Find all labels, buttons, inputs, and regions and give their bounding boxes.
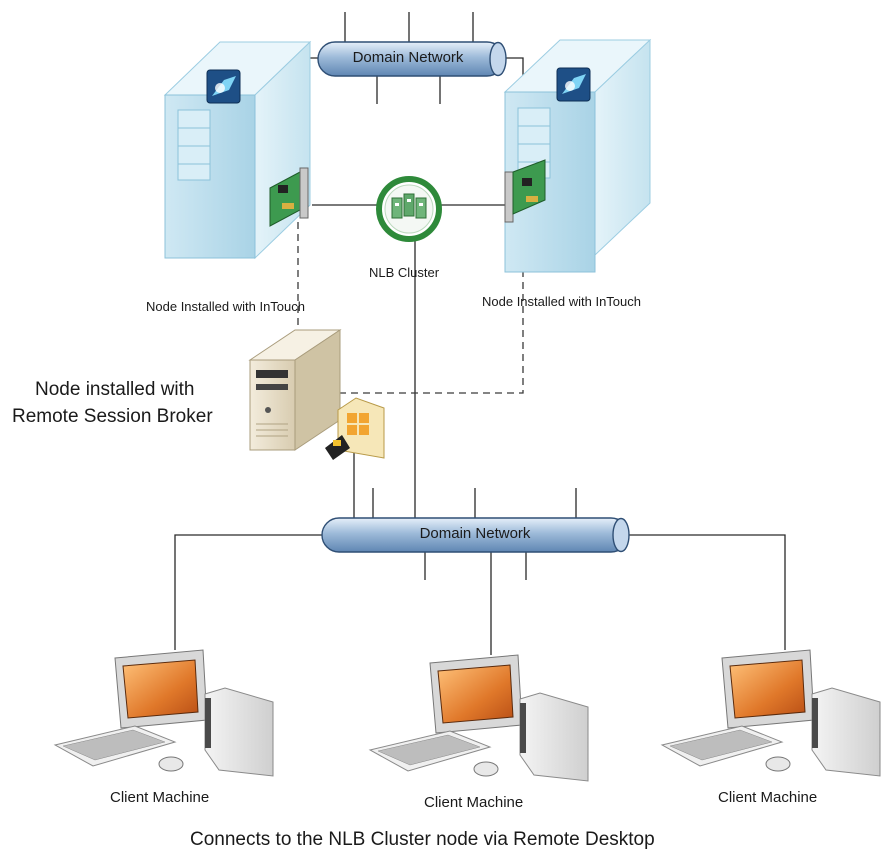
broker-label-line1: Node installed with [35, 379, 195, 400]
client-machine-icon [660, 649, 881, 777]
broker-folder-icon [337, 397, 385, 459]
nlb-cluster-icon [376, 176, 442, 242]
client-label-2: Client Machine [424, 794, 524, 811]
intouch-app-icon [556, 67, 591, 102]
nlb-cluster-label: NLB Cluster [369, 265, 440, 280]
left-intouch-server [163, 40, 312, 260]
broker-dashed-links [297, 222, 524, 394]
bottom-domain-network-pipe [321, 517, 630, 553]
broker-label-line2: Remote Session Broker [12, 406, 213, 427]
client-machine-icon [53, 649, 274, 777]
left-server-label: Node Installed with InTouch [146, 299, 305, 314]
client-machine-icon [368, 654, 589, 782]
network-card-icon [269, 167, 309, 227]
intouch-app-icon [206, 69, 241, 104]
network-card-icon [504, 159, 546, 223]
diagram-caption: Connects to the NLB Cluster node via Rem… [190, 829, 655, 850]
session-broker-server [248, 329, 385, 460]
right-server-label: Node Installed with InTouch [482, 294, 641, 309]
top-network-label: Domain Network [352, 49, 464, 66]
client-label-1: Client Machine [110, 789, 210, 806]
connector-plug-icon [325, 435, 350, 460]
right-intouch-server [503, 38, 652, 273]
bottom-network-label: Domain Network [419, 525, 531, 542]
top-domain-network-pipe [317, 41, 507, 77]
client-label-3: Client Machine [718, 789, 818, 806]
